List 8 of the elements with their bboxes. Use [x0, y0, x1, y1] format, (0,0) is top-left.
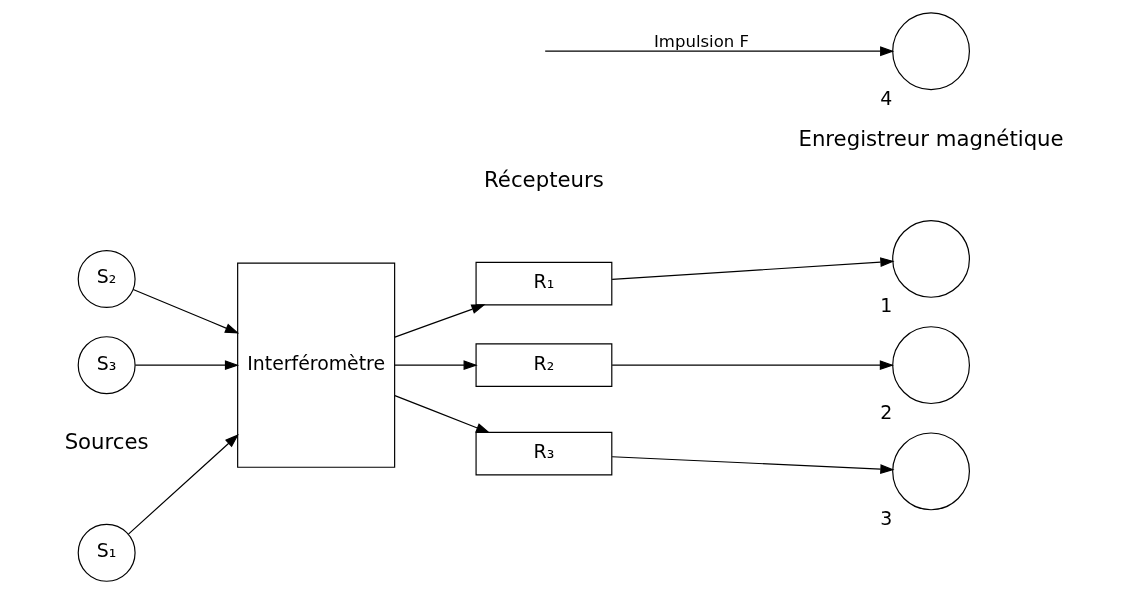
label: Enregistreur magnétique [798, 126, 1064, 152]
edge-label: Impulsion F [653, 31, 750, 51]
label: Récepteurs [484, 167, 604, 193]
node-label: 2 [880, 400, 893, 423]
node-label: 1 [880, 294, 893, 317]
label: Sources [64, 429, 149, 455]
node-label: 4 [880, 86, 893, 109]
node-label: 3 [880, 506, 893, 529]
